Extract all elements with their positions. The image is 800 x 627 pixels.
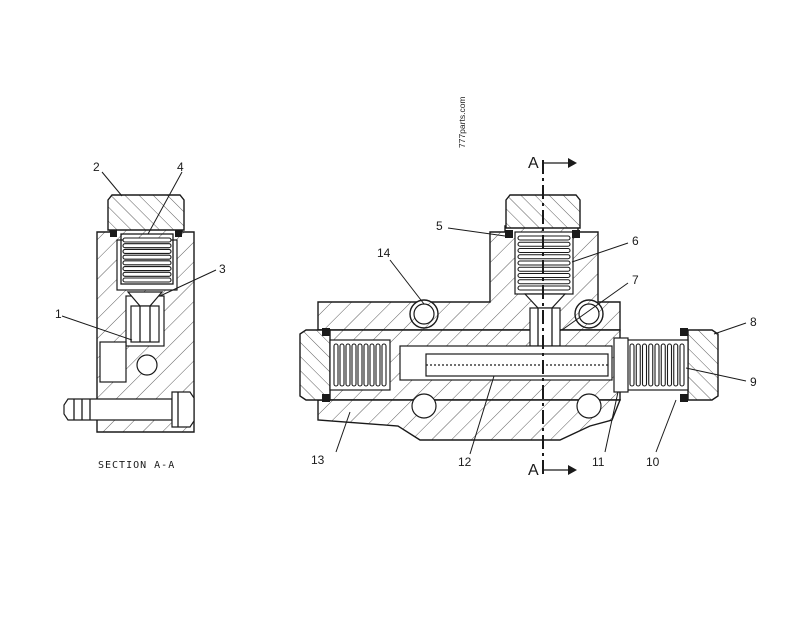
spring-coil	[635, 343, 641, 387]
callout-1: 1	[55, 307, 62, 321]
leader-lines	[61, 171, 747, 455]
spring-coil	[666, 343, 673, 387]
lower-right-boss-bore	[576, 393, 602, 419]
callout-7: 7	[632, 273, 639, 287]
callout-labels: 1 2 3 4 5 6 7 8 9 10 11 12 13 14	[55, 160, 757, 469]
spring-coil	[122, 254, 172, 260]
spring-coil	[339, 343, 345, 387]
callout-6: 6	[632, 234, 639, 248]
callout-4: 4	[177, 160, 184, 174]
callout-11: 11	[592, 455, 605, 469]
callout-9: 9	[750, 375, 757, 389]
spring-coil	[654, 343, 660, 387]
section-marker-top: A	[528, 155, 539, 172]
spring-coil	[517, 272, 571, 279]
left-end-plug	[299, 329, 331, 401]
left-ball	[136, 354, 158, 376]
spring-coil	[517, 247, 571, 254]
left-horizontal-spring	[333, 343, 387, 387]
section-marker-bottom: A	[528, 462, 539, 479]
spring-coil	[381, 343, 387, 387]
shaft	[425, 353, 609, 377]
spring-coil	[333, 343, 339, 387]
lower-left-boss-bore	[411, 393, 437, 419]
spring-coil	[369, 343, 375, 387]
left-bolt	[63, 391, 195, 428]
callout-2: 2	[93, 160, 100, 174]
left-cap	[107, 194, 185, 231]
callout-5: 5	[436, 219, 443, 233]
callout-3: 3	[219, 262, 226, 276]
spring-coil	[122, 243, 172, 249]
main-view	[299, 158, 719, 478]
upper-right-boss-bore	[578, 303, 600, 325]
spring-coil	[122, 266, 172, 272]
spring-coil	[122, 271, 172, 277]
spring-coil	[641, 343, 648, 387]
right-piston	[613, 337, 629, 393]
callout-12: 12	[458, 455, 472, 469]
spring-coil	[660, 343, 666, 387]
spring-coil	[629, 343, 635, 387]
upper-left-boss-bore	[413, 303, 435, 325]
spring-coil	[122, 277, 172, 283]
watermark: 777parts.com	[457, 97, 467, 149]
right-horizontal-spring	[629, 343, 685, 387]
callout-13: 13	[311, 453, 325, 467]
callout-14: 14	[377, 246, 391, 260]
spring-coil	[363, 343, 369, 387]
spring-coil	[375, 343, 381, 387]
callout-8: 8	[750, 315, 757, 329]
spring-coil	[122, 237, 172, 243]
callout-10: 10	[646, 455, 660, 469]
spring-coil	[673, 343, 679, 387]
spring-coil	[345, 343, 351, 387]
spring-coil	[122, 260, 172, 266]
spring-coil	[648, 343, 654, 387]
right-end-plug	[687, 329, 719, 401]
spring-coil	[679, 343, 685, 387]
spring-coil	[351, 343, 357, 387]
spring-coil	[122, 248, 172, 254]
section-title: SECTION A-A	[98, 460, 175, 471]
left-spring	[120, 233, 174, 285]
spring-coil	[357, 343, 363, 387]
section-a-a-view	[63, 194, 195, 433]
